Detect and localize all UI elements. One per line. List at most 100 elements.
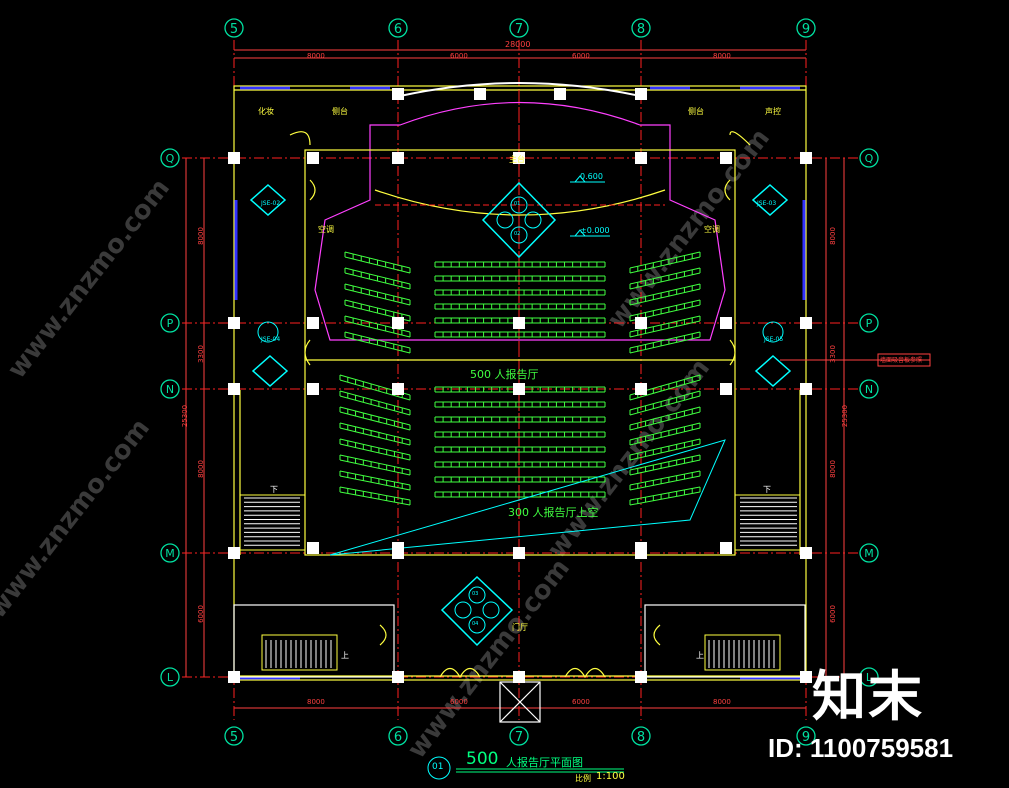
- seat-row: [339, 411, 411, 431]
- dim-top-span-1: 8000: [307, 52, 325, 60]
- url-watermark: www.znzmo.com: [402, 553, 576, 764]
- seat-row: [629, 272, 701, 290]
- url-watermarks: www.znzmo.com www.znzmo.com www.znzmo.co…: [0, 123, 776, 764]
- column: [513, 317, 525, 329]
- seat-row: [339, 491, 411, 506]
- seat-row: [629, 315, 701, 333]
- dim-left-span-3: 8000: [196, 460, 205, 478]
- column: [513, 383, 525, 395]
- grid-bubble-row-N: N: [160, 379, 180, 399]
- grid-bubble-col-8: 8: [631, 726, 651, 746]
- column: [554, 88, 566, 100]
- grid-bubble-row-N: N: [859, 379, 879, 399]
- column: [228, 547, 240, 559]
- structural-columns: [228, 88, 812, 683]
- dim-left-span-4: 6000: [196, 605, 205, 623]
- svg-text:N: N: [166, 383, 174, 396]
- seat-row: [629, 443, 701, 461]
- seat-row: [629, 299, 701, 317]
- grid-bubble-col-5: 5: [224, 726, 244, 746]
- grid-bubble-row-P: P: [160, 313, 180, 333]
- grid-bubble-col-7: 7: [509, 18, 529, 38]
- room-side-stage-right: 侧台: [688, 107, 704, 116]
- watermark-id: ID: 1100759581: [768, 733, 954, 763]
- grid-bubble-row-M: M: [859, 543, 879, 563]
- grid-bubble-col-7: 7: [509, 726, 529, 746]
- dim-top-total: 28000: [505, 40, 531, 49]
- windows: [234, 86, 806, 680]
- drawing-title-number: 500: [466, 749, 499, 769]
- svg-text:7: 7: [515, 730, 523, 745]
- svg-text:5: 5: [230, 22, 238, 37]
- hall-500-label: 500 人报告厅: [470, 368, 539, 381]
- seat-row: [629, 459, 701, 476]
- svg-text:P: P: [866, 317, 873, 330]
- dim-top-span-2: 6000: [450, 52, 468, 60]
- title-underline: [427, 756, 624, 780]
- stairs: [239, 494, 801, 671]
- seat-row: [629, 411, 701, 431]
- dim-bottom-span-4: 8000: [713, 698, 731, 706]
- seat-row: [629, 454, 701, 471]
- seat-row: [339, 459, 411, 476]
- dim-top-span-4: 8000: [713, 52, 731, 60]
- column: [392, 671, 404, 683]
- seat-row: [629, 336, 701, 354]
- column: [720, 383, 732, 395]
- svg-text:N: N: [865, 383, 873, 396]
- seat-row: [629, 320, 701, 338]
- callout-note: 墙面吸音板参照: [880, 357, 923, 364]
- svg-text:7: 7: [515, 22, 523, 37]
- column: [635, 542, 647, 554]
- column: [228, 671, 240, 683]
- seat-row: [629, 288, 701, 306]
- level-floor: ±0.000: [580, 226, 610, 235]
- seat-row: [339, 475, 411, 491]
- dim-right-span-4: 6000: [828, 605, 837, 623]
- column: [392, 152, 404, 164]
- seat-row: [629, 395, 701, 416]
- dim-left-span-1: 8000: [196, 227, 205, 245]
- column: [513, 152, 525, 164]
- seat-row: [629, 486, 701, 501]
- dim-right-span-3: 8000: [828, 460, 837, 478]
- seat-row: [629, 422, 701, 441]
- seat-row: [339, 470, 411, 486]
- grid-bubble-col-9: 9: [796, 18, 816, 38]
- dim-bottom-span-2: 6000: [450, 698, 468, 706]
- grid-bubble-row-M: M: [160, 543, 180, 563]
- room-ac-right: 空调: [704, 225, 720, 234]
- dim-bottom-span-1: 8000: [307, 698, 325, 706]
- drawing-number: 01: [432, 762, 444, 772]
- level-stage: 0.600: [580, 172, 603, 181]
- seat-row: [629, 379, 701, 401]
- svg-text:L: L: [167, 671, 174, 684]
- dim-top-span-3: 6000: [572, 52, 590, 60]
- column: [513, 671, 525, 683]
- scale-value: 1:100: [596, 771, 625, 782]
- seat-row: [629, 427, 701, 446]
- svg-text:5: 5: [230, 730, 238, 745]
- svg-text:M: M: [165, 547, 175, 560]
- svg-text:P: P: [167, 317, 174, 330]
- svg-text:6: 6: [394, 730, 402, 745]
- column: [720, 317, 732, 329]
- url-watermark: www.znzmo.com: [2, 173, 176, 384]
- seat-row: [629, 390, 701, 411]
- url-watermark: www.znzmo.com: [0, 413, 156, 624]
- seat-row: [339, 486, 411, 501]
- grid-bubble-row-P: P: [859, 313, 879, 333]
- svg-text:L: L: [866, 671, 873, 684]
- column: [392, 88, 404, 100]
- column: [720, 542, 732, 554]
- column: [228, 152, 240, 164]
- seat-row: [629, 470, 701, 486]
- column: [228, 317, 240, 329]
- stair-up-right: 上: [696, 651, 704, 660]
- dim-left-total: 25300: [181, 404, 190, 428]
- column: [635, 671, 647, 683]
- detail-id-label: 04: [472, 621, 479, 627]
- detail-id-label: 02: [514, 231, 521, 237]
- doors: [289, 131, 751, 679]
